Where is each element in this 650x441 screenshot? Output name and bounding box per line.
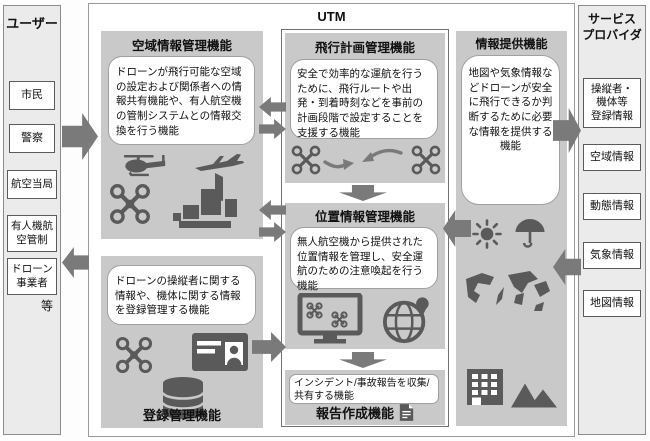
database-icon bbox=[159, 376, 207, 422]
city-icon bbox=[171, 171, 251, 233]
mountains-icon bbox=[511, 379, 557, 408]
monitor-drones-icon bbox=[297, 293, 363, 345]
provider-column-title: サービス プロバイダ bbox=[582, 12, 642, 42]
drone-icon bbox=[411, 145, 441, 175]
sun-icon bbox=[472, 219, 502, 249]
flight-plan-desc-bubble: 安全で効率的な運航を行うために、飛行ルートや出発・到着時刻などを事前の計画段階で… bbox=[290, 59, 438, 139]
umbrella-icon bbox=[513, 217, 547, 249]
user-item-manned-atc: 有人機航 空管制 bbox=[7, 215, 57, 252]
report-title-row: 報告作成機能 bbox=[285, 403, 445, 422]
airspace-desc-bubble: ドローンが飛行可能な空域の設定および関係者への情報共有機能や、有人航空機の管制シ… bbox=[108, 56, 255, 145]
users-etc-label: 等 bbox=[40, 299, 53, 313]
provider-item-dynamic-info: 動態情報 bbox=[583, 193, 641, 220]
info-provision-panel: 情報提供機能 地図や気象情報などドローンが安全に飛行できるか判断するために必要な… bbox=[456, 31, 567, 426]
registration-title: 登録管理機能 bbox=[142, 408, 221, 423]
registration-panel: ドローンの操縦者に関する情報や、機体に関する情報を登録管理する機能 bbox=[101, 256, 263, 428]
user-item-citizens: 市民 bbox=[9, 81, 55, 110]
arrow-position-to-report bbox=[339, 352, 387, 368]
id-card-icon bbox=[191, 332, 249, 372]
drone-icon bbox=[109, 183, 151, 225]
user-item-aviation-authority: 航空当局 bbox=[7, 170, 57, 199]
report-desc-bubble: インシデント/事故報告を収集/共有する機能 bbox=[289, 374, 439, 404]
drone-icon bbox=[115, 336, 153, 374]
arrow-utm-to-users bbox=[62, 247, 89, 278]
building-icon bbox=[464, 366, 506, 408]
document-icon bbox=[399, 403, 414, 422]
globe-pin-icon bbox=[381, 295, 433, 345]
utm-box: UTM 空域情報管理機能 ドローンが飛行可能な空域の設定および関係者への情報共有… bbox=[88, 3, 575, 437]
provider-item-airspace-info: 空域情報 bbox=[583, 144, 641, 171]
flight-plan-panel: 飛行計画管理機能 安全で効率的な運航を行うために、飛行ルートや出発・到着時刻など… bbox=[285, 33, 445, 183]
user-item-police: 警察 bbox=[9, 124, 55, 153]
provider-item-map-info: 地図情報 bbox=[583, 290, 641, 317]
user-item-drone-operators: ドローン 事業者 bbox=[7, 258, 57, 295]
report-panel: インシデント/事故報告を収集/共有する機能 報告作成機能 bbox=[285, 370, 445, 425]
drone-route-arrows-icon bbox=[321, 145, 407, 175]
provider-column: サービス プロバイダ 操縦者・ 機体等 登録情報 空域情報 動態情報 気象情報 … bbox=[578, 5, 646, 435]
airplane-icon bbox=[193, 151, 245, 175]
provider-item-weather-info: 気象情報 bbox=[583, 242, 641, 269]
info-provision-title: 情報提供機能 bbox=[475, 37, 548, 51]
airspace-title: 空域情報管理機能 bbox=[131, 39, 232, 53]
airspace-panel: 空域情報管理機能 ドローンが飛行可能な空域の設定および関係者への情報共有機能や、… bbox=[101, 31, 263, 239]
info-provision-desc-bubble: 地図や気象情報などドローンが安全に飛行できるか判断するために必要な情報を提供する… bbox=[461, 55, 560, 205]
users-column: ユーザー 市民 警察 航空当局 有人機航 空管制 ドローン 事業者 等 bbox=[3, 5, 61, 435]
report-title: 報告作成機能 bbox=[315, 406, 394, 421]
flight-plan-title: 飛行計画管理機能 bbox=[314, 41, 415, 55]
position-panel: 位置情報管理機能 無人航空機から提供された位置情報を管理し、安全運航のための注意… bbox=[285, 203, 445, 349]
registration-desc-bubble: ドローンの操縦者に関する情報や、機体に関する情報を登録管理する機能 bbox=[107, 265, 256, 325]
helicopter-icon bbox=[121, 153, 169, 180]
provider-item-registration-info: 操縦者・ 機体等 登録情報 bbox=[583, 78, 641, 128]
center-column: 飛行計画管理機能 安全で効率的な運航を行うために、飛行ルートや出発・到着時刻など… bbox=[281, 29, 449, 427]
position-desc-bubble: 無人航空機から提供された位置情報を管理し、安全運航のための注意喚起を行う機能 bbox=[290, 227, 438, 292]
users-column-title: ユーザー bbox=[6, 16, 58, 31]
arrow-flightplan-to-position bbox=[339, 185, 387, 201]
world-map-icon bbox=[464, 269, 556, 321]
drone-icon bbox=[291, 145, 321, 175]
position-title: 位置情報管理機能 bbox=[314, 210, 415, 224]
utm-title: UTM bbox=[317, 9, 346, 24]
